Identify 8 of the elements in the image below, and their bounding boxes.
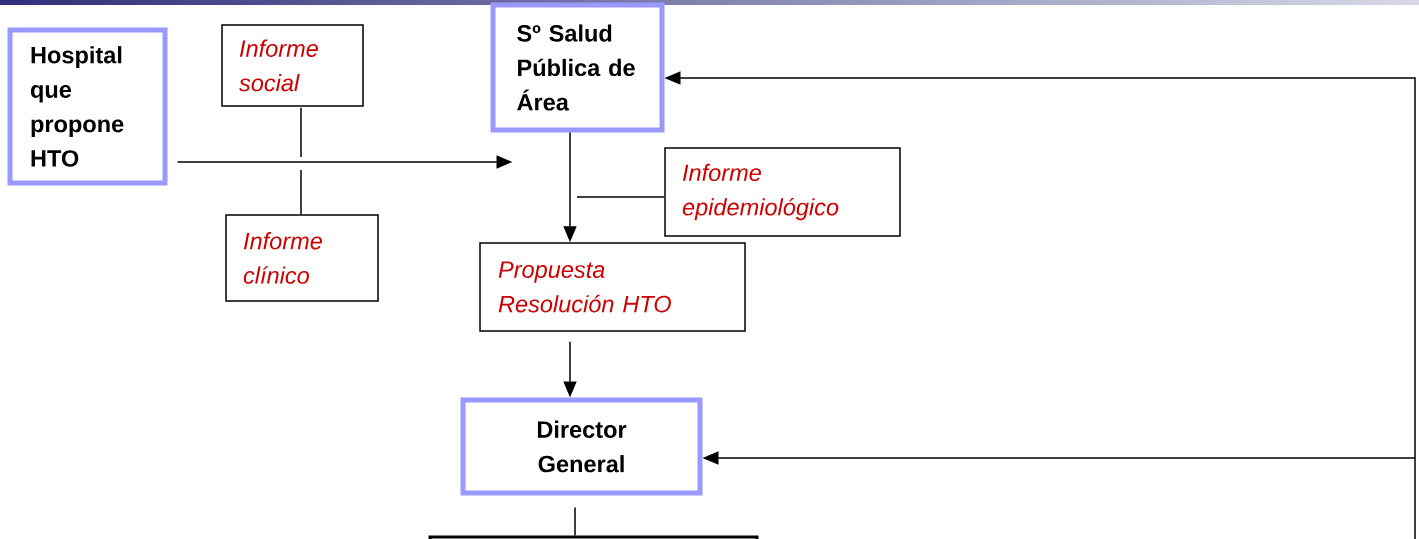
process-box: Hospital que propone HTO — [7, 27, 168, 186]
report-box: Informe clínico — [225, 214, 379, 302]
process-box — [428, 535, 759, 539]
report-box: Informe epidemiológico — [664, 147, 901, 237]
process-box: Sº Salud Pública de Área — [490, 2, 665, 133]
report-box: Propuesta Resolución HTO — [479, 242, 746, 332]
report-box: Informe social — [221, 24, 364, 107]
process-box: Director General — [460, 397, 703, 496]
